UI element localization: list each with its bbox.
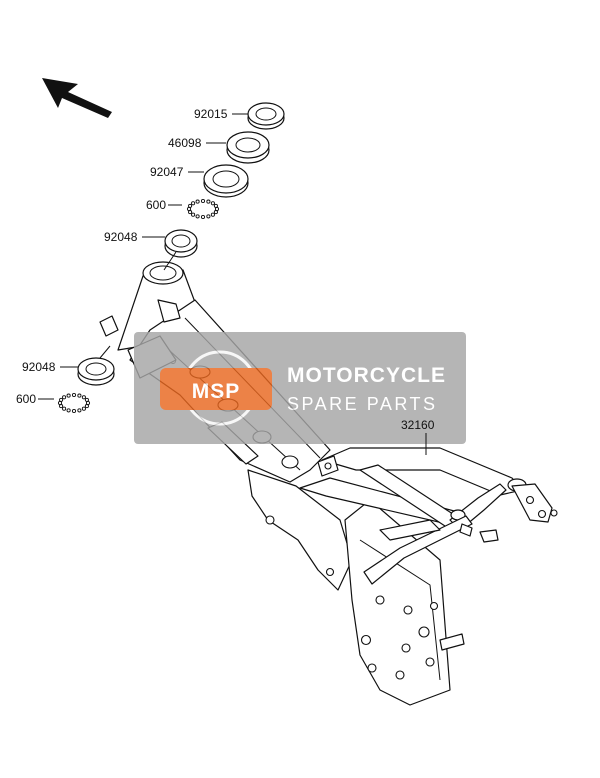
steel-ball — [210, 212, 215, 217]
steel-ball — [195, 214, 200, 219]
steel-ball — [66, 408, 71, 413]
steel-balls-600-lower — [57, 392, 91, 414]
steel-ball — [62, 406, 67, 411]
callouts: 92015 46098 92047 600 92048 92048 600 32… — [16, 107, 435, 455]
watermark-line1: MOTORCYCLE — [287, 364, 446, 387]
callout-92015: 92015 — [194, 107, 228, 121]
callout-600-upper: 600 — [146, 198, 166, 212]
steel-ball — [191, 201, 196, 206]
steel-ball — [191, 212, 196, 217]
race-92048-upper — [164, 229, 198, 258]
front-direction-arrow-icon — [42, 78, 112, 118]
race-92048-lower — [77, 357, 115, 386]
callout-92048-upper: 92048 — [104, 230, 138, 244]
frame-32160 — [99, 261, 558, 706]
watermark: MSP MOTORCYCLE SPARE PARTS — [134, 332, 466, 444]
steel-ball — [84, 397, 89, 402]
steel-ball — [188, 203, 193, 208]
steel-ball — [206, 199, 211, 204]
steel-ball — [200, 214, 206, 220]
callout-92047: 92047 — [150, 165, 184, 179]
steel-ball — [62, 395, 67, 400]
steel-ball — [200, 198, 206, 204]
cap-46098 — [226, 131, 270, 164]
steel-ball — [213, 210, 218, 215]
callout-92048-lower: 92048 — [22, 360, 56, 374]
steel-ball — [81, 406, 86, 411]
steel-balls-600-upper — [186, 198, 220, 220]
callout-46098: 46098 — [168, 136, 202, 150]
steel-ball — [213, 203, 218, 208]
steel-ball — [77, 408, 82, 413]
steel-ball — [195, 199, 200, 204]
steel-ball — [71, 408, 77, 414]
bearing-nut-92015 — [247, 102, 285, 130]
steel-ball — [59, 397, 64, 402]
watermark-line2: SPARE PARTS — [287, 394, 438, 414]
callout-600-lower: 600 — [16, 392, 36, 406]
steel-ball — [71, 392, 77, 398]
watermark-logo-icon: MSP — [160, 350, 272, 426]
steel-ball — [77, 393, 82, 398]
race-92047 — [203, 164, 249, 198]
watermark-logo-text: MSP — [192, 380, 241, 403]
steel-ball — [84, 404, 89, 409]
steel-ball — [81, 395, 86, 400]
callout-32160: 32160 — [401, 418, 435, 432]
steel-ball — [210, 201, 215, 206]
steel-ball — [206, 214, 211, 219]
steel-ball — [66, 393, 71, 398]
